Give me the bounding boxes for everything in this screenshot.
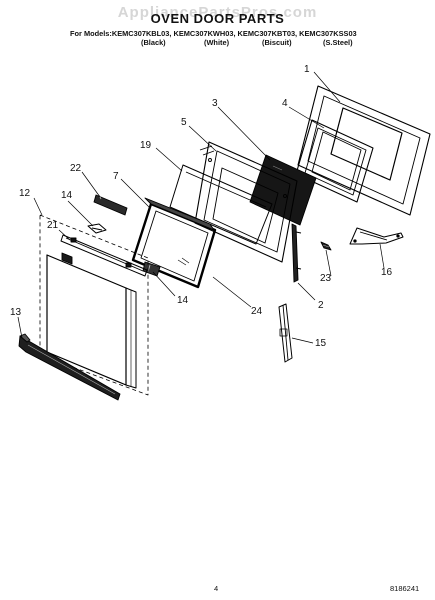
- callout-14-lower: 14: [177, 295, 189, 306]
- callout-19: 19: [140, 140, 152, 151]
- color-biscuit: (Biscuit): [262, 38, 292, 47]
- callout-7: 7: [113, 171, 119, 182]
- callout-2: 2: [318, 300, 324, 311]
- part-23-clip: [320, 241, 332, 251]
- callout-14-upper: 14: [61, 190, 73, 201]
- callout-1: 1: [304, 64, 310, 75]
- part-7-inner-glass: [131, 197, 217, 289]
- color-white: (White): [204, 38, 230, 47]
- page-number: 4: [214, 584, 219, 593]
- part-5-inner-door-frame: [194, 141, 298, 263]
- callout-21: 21: [47, 220, 59, 231]
- callout-16: 16: [381, 267, 393, 278]
- callout-24: 24: [251, 306, 263, 317]
- page-title: OVEN DOOR PARTS: [150, 11, 285, 26]
- part-3-glass-panel: [249, 154, 317, 226]
- part-21-top-trim: [60, 234, 148, 277]
- models-line: For Models:KEMC307KBL03, KEMC307KWH03, K…: [70, 29, 357, 38]
- callout-13: 13: [10, 307, 22, 318]
- part-2-hinge: [291, 223, 302, 283]
- callout-5: 5: [181, 117, 187, 128]
- callout-4: 4: [282, 98, 288, 109]
- part-19-inner-panel: [169, 164, 273, 245]
- callout-12: 12: [19, 188, 31, 199]
- document-number: 8186241: [390, 584, 420, 593]
- color-black: (Black): [141, 38, 166, 47]
- part-12-door-panel: [39, 214, 149, 396]
- part-16-bracket: [349, 227, 404, 245]
- callout-22: 22: [70, 163, 82, 174]
- callout-3: 3: [212, 98, 218, 109]
- part-15-latch-rod: [278, 303, 293, 363]
- color-steel: (S.Steel): [323, 38, 353, 47]
- callout-23: 23: [320, 273, 332, 284]
- part-4-window-frame: [295, 119, 374, 203]
- part-1-outer-door-frame: [297, 85, 431, 216]
- part-13-door-handle: [18, 333, 121, 401]
- leader-lines: [17, 71, 385, 344]
- callout-15: 15: [315, 338, 327, 349]
- part-22-bracket: [93, 194, 128, 216]
- watermark: AppliancePartsPros.com: [117, 4, 318, 21]
- part-14-spacer-upper: [87, 223, 107, 234]
